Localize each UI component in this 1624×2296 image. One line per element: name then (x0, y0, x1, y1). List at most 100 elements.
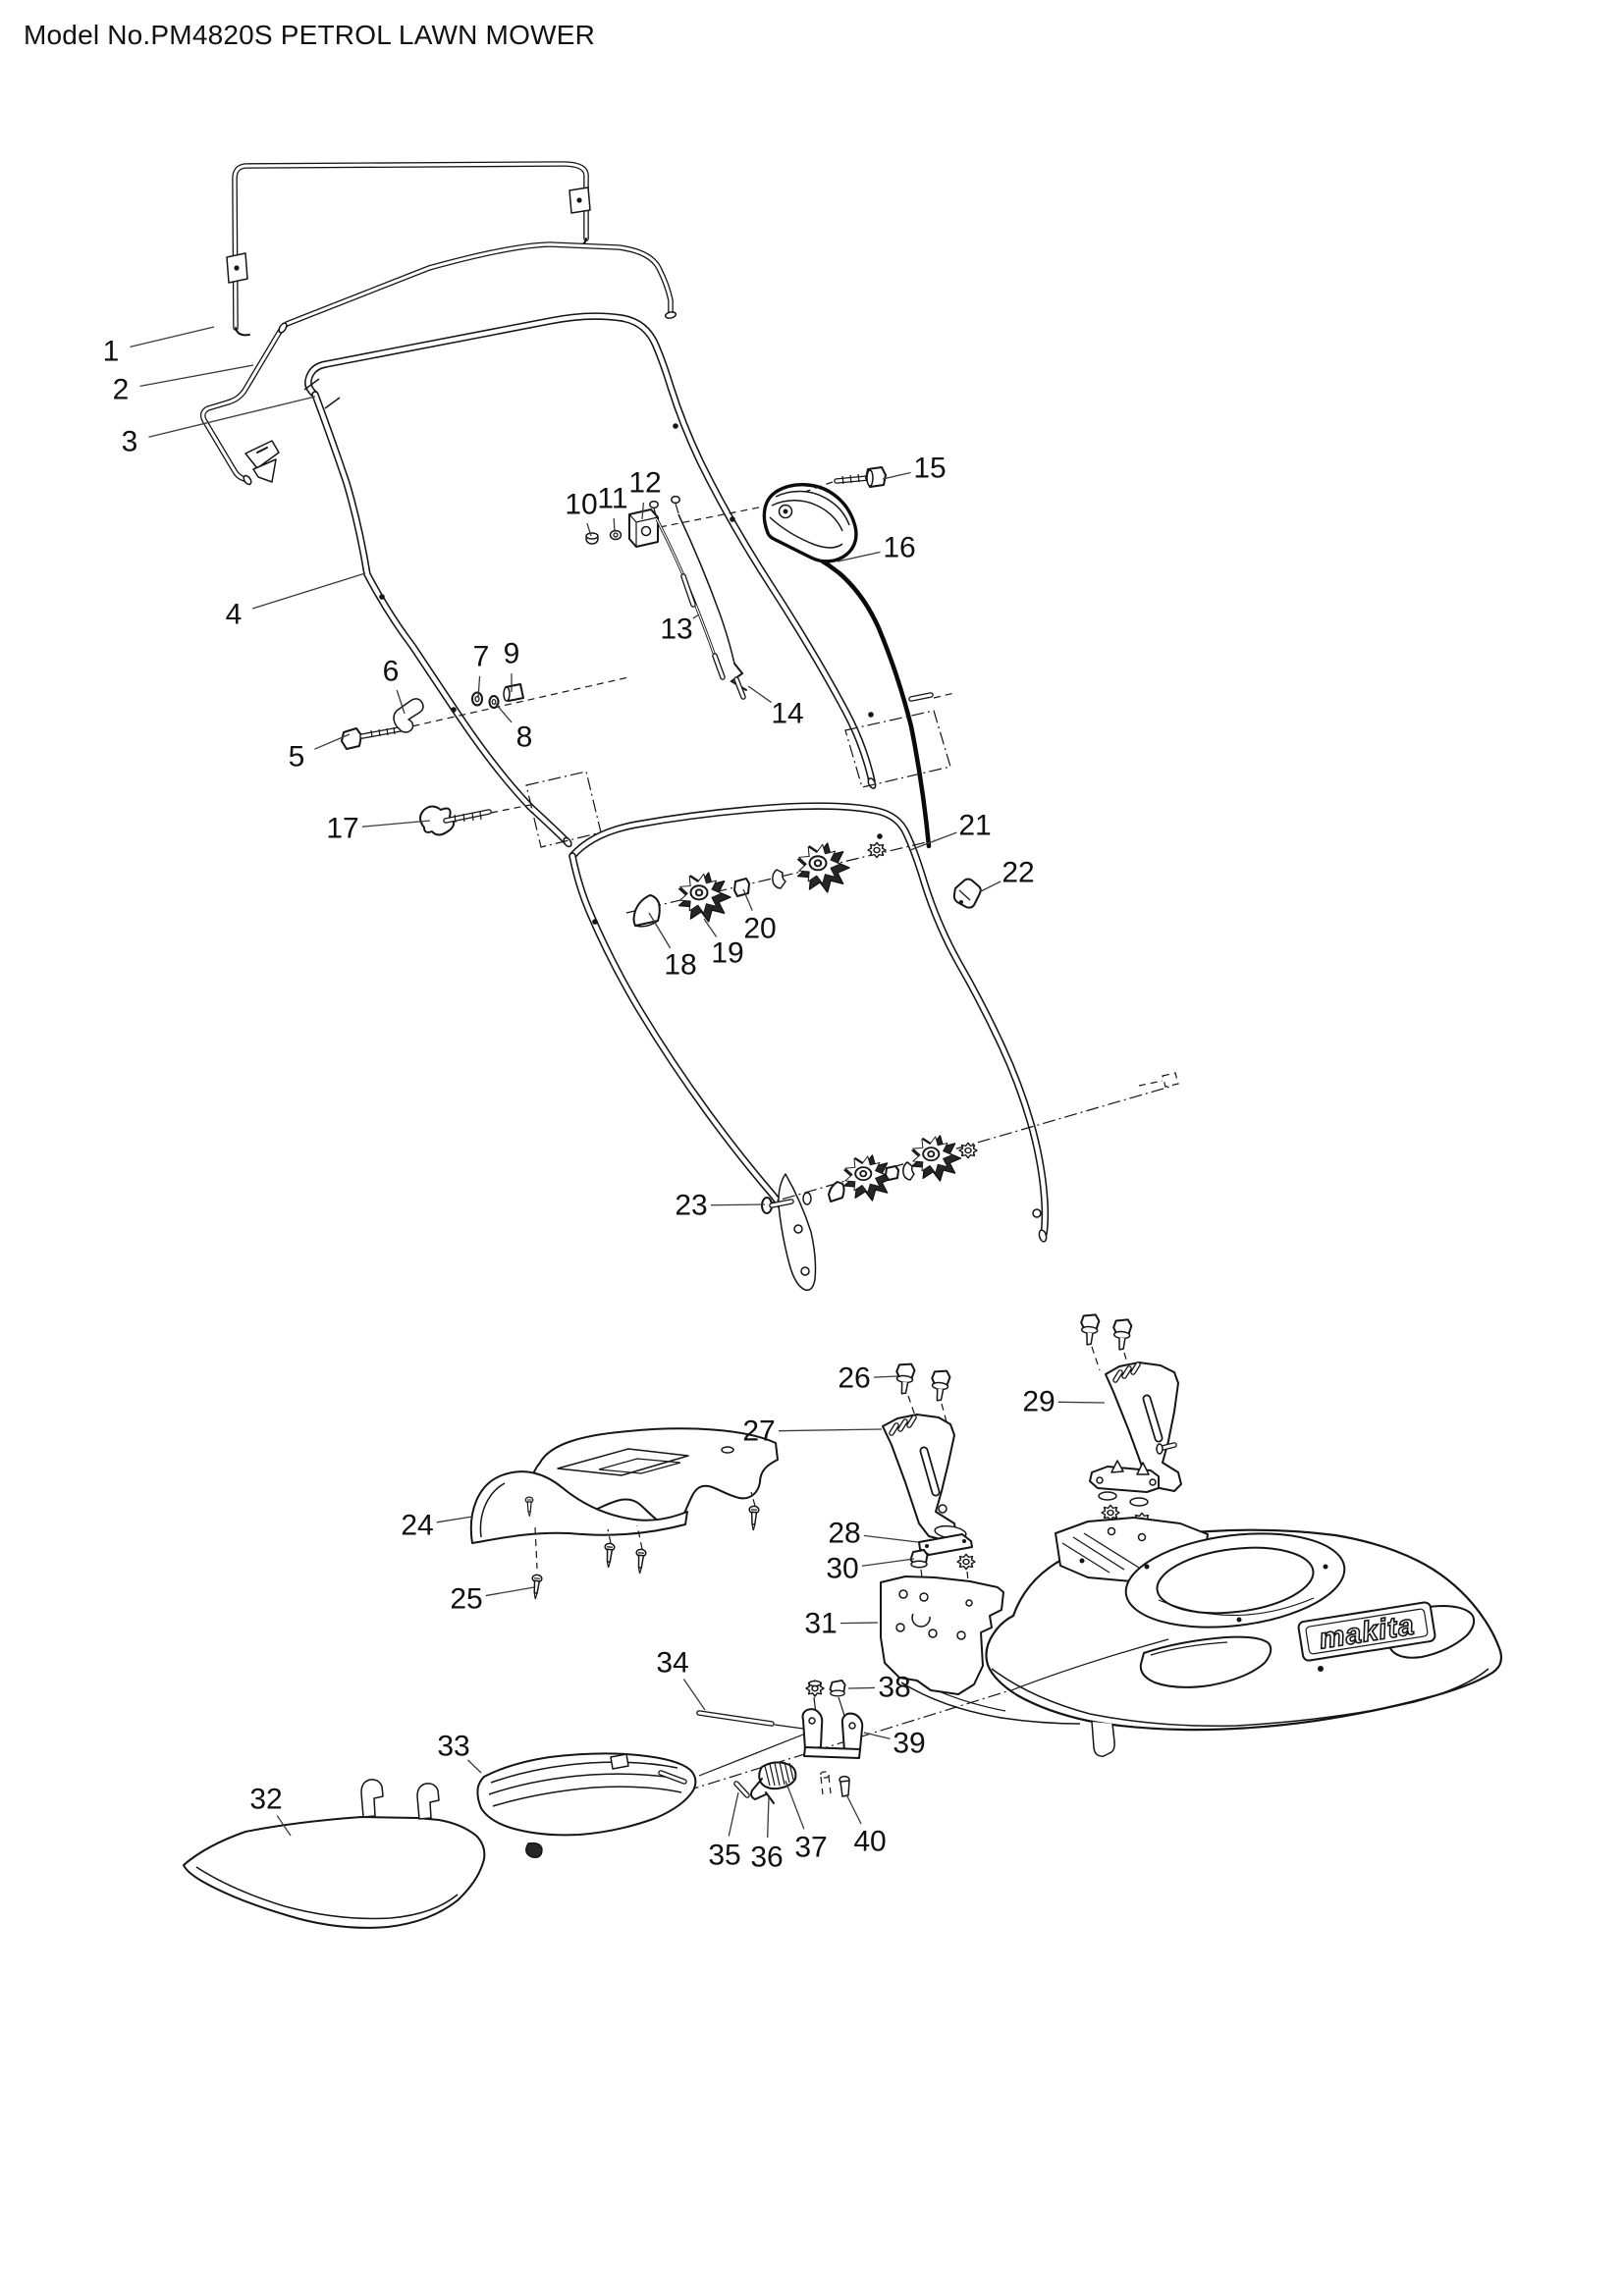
rear-cover-24 (469, 1427, 779, 1601)
part-number-7: 7 (473, 641, 490, 673)
leader-line-33 (466, 1759, 482, 1774)
leader-line-1 (130, 326, 215, 347)
part-number-5: 5 (289, 741, 305, 774)
leader-line-5 (314, 733, 351, 750)
knob-cluster-lower (760, 1072, 1179, 1214)
washer-11 (609, 529, 623, 541)
part-number-27: 27 (742, 1415, 775, 1448)
leader-line-12 (641, 502, 645, 520)
leader-line-24 (436, 1516, 473, 1523)
deck-assembly: makita (183, 1312, 1503, 1929)
leader-line-29 (1057, 1401, 1106, 1404)
leader-line-13 (692, 614, 700, 619)
page-title: Model No.PM4820S PETROL LAWN MOWER (24, 20, 595, 50)
part-number-4: 4 (226, 599, 243, 631)
leader-line-16 (837, 551, 881, 562)
part-number-32: 32 (249, 1784, 282, 1816)
part-number-3: 3 (122, 426, 138, 458)
start-lever (762, 483, 932, 849)
part-number-2: 2 (113, 374, 130, 406)
part-number-39: 39 (893, 1728, 925, 1760)
lower-handle-assembly (568, 802, 1179, 1292)
leader-line-34 (682, 1679, 706, 1711)
part-number-22: 22 (1001, 857, 1034, 889)
lock-bar (199, 241, 677, 486)
height-bracket-right (1078, 1312, 1182, 1536)
part-number-36: 36 (750, 1842, 783, 1874)
leader-line-20 (742, 888, 753, 911)
part-number-6: 6 (383, 656, 400, 688)
star-knob-19 (677, 871, 731, 924)
part-number-16: 16 (883, 532, 915, 564)
part-number-14: 14 (771, 698, 803, 730)
cable-hook-6 (393, 698, 424, 733)
part-number-11: 11 (597, 483, 627, 515)
leader-lines (130, 326, 1106, 1839)
hook-tab (416, 1783, 440, 1820)
pin-right (908, 692, 955, 702)
thumb-screw-17 (419, 804, 531, 836)
leader-line-25 (485, 1586, 535, 1597)
part-number-12: 12 (628, 467, 661, 500)
part-number-21: 21 (958, 810, 991, 842)
part-number-15: 15 (913, 453, 946, 485)
leader-line-21 (909, 831, 957, 851)
leader-line-17 (361, 820, 431, 828)
part-number-33: 33 (437, 1731, 469, 1763)
leader-line-7 (477, 675, 481, 699)
clip-22 (952, 878, 982, 909)
leader-line-18 (648, 912, 672, 949)
leader-line-10 (586, 522, 592, 537)
cable-clamp-block (585, 502, 785, 548)
fender (469, 1470, 688, 1544)
pivot-bracket-39 (801, 1708, 864, 1759)
leader-line-6 (396, 689, 406, 715)
latch-hardware (696, 1680, 864, 1804)
leader-line-40 (845, 1793, 862, 1825)
rear-plate-31 (880, 1575, 1004, 1695)
part-number-37: 37 (794, 1832, 827, 1864)
leader-line-23 (710, 1203, 766, 1206)
part-number-31: 31 (804, 1608, 837, 1640)
nut-20 (733, 878, 750, 897)
part-number-10: 10 (565, 489, 597, 521)
latch-spring-37 (750, 1761, 797, 1801)
leader-line-2 (139, 364, 254, 387)
leader-line-8 (494, 702, 513, 723)
leader-line-4 (251, 572, 366, 610)
bail-bar (226, 161, 591, 337)
leader-line-38 (847, 1686, 876, 1689)
plate-28 (918, 1533, 973, 1556)
leader-line-27 (778, 1428, 883, 1432)
star-knob (910, 1134, 962, 1183)
upper-handle-tube (303, 312, 877, 848)
star-knob (796, 841, 850, 894)
part-number-29: 29 (1022, 1386, 1055, 1418)
wing-latch (252, 458, 277, 483)
leader-line-37 (785, 1780, 805, 1830)
knob-cluster-upper (625, 839, 936, 928)
part-number-28: 28 (828, 1518, 860, 1550)
leader-line-30 (861, 1558, 915, 1567)
part-number-30: 30 (826, 1553, 858, 1585)
part-number-1: 1 (103, 336, 120, 368)
leader-line-3 (148, 396, 316, 438)
leader-line-35 (728, 1791, 739, 1837)
mower-deck: makita (900, 1517, 1503, 1757)
leader-line-19 (703, 918, 718, 937)
fastener-row (341, 676, 629, 750)
part-number-26: 26 (838, 1362, 870, 1395)
leader-line-22 (978, 881, 1001, 893)
part-number-20: 20 (743, 913, 776, 945)
leader-line-31 (839, 1622, 879, 1625)
leader-line-39 (863, 1732, 891, 1739)
leader-line-14 (747, 685, 772, 704)
part-number-9: 9 (504, 638, 520, 670)
part-number-13: 13 (660, 614, 692, 646)
part-number-34: 34 (656, 1647, 688, 1680)
control-cables (649, 495, 747, 700)
bolt-40 (839, 1775, 850, 1797)
part-number-17: 17 (326, 813, 358, 845)
leader-line-15 (882, 471, 911, 480)
